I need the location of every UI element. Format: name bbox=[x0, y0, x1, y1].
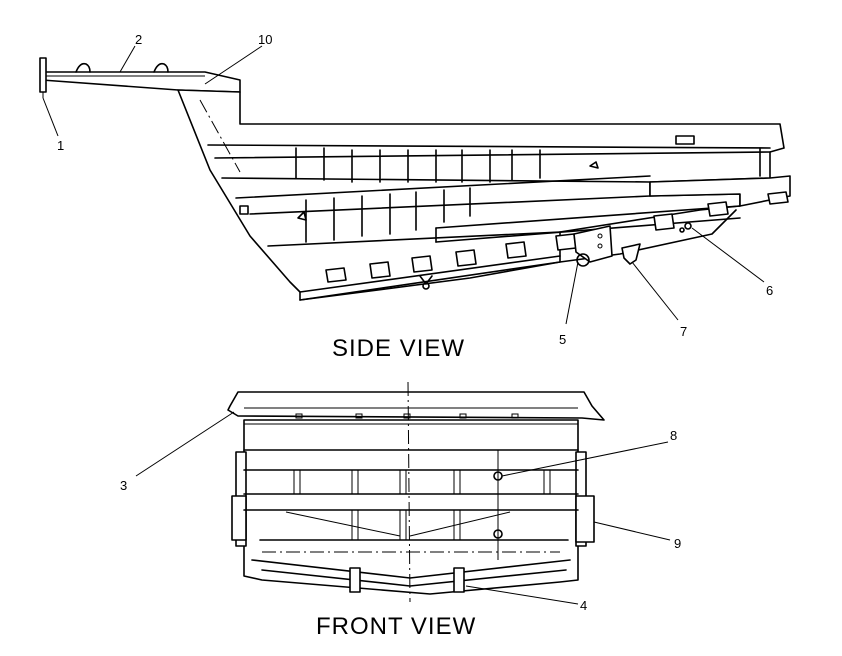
callout-10: 10 bbox=[258, 32, 272, 47]
side-view-title: SIDE VIEW bbox=[332, 335, 465, 362]
callout-2: 2 bbox=[135, 32, 142, 47]
callout-labels: 1 2 3 4 5 6 7 8 9 10 bbox=[57, 32, 773, 613]
callout-3: 3 bbox=[120, 478, 127, 493]
callout-7: 7 bbox=[680, 324, 687, 339]
side-view-drawing bbox=[39, 57, 791, 301]
callout-5: 5 bbox=[559, 332, 566, 347]
leader-lines bbox=[42, 45, 765, 605]
callout-6: 6 bbox=[766, 283, 773, 298]
front-view-drawing bbox=[227, 381, 605, 603]
callout-4: 4 bbox=[580, 598, 587, 613]
front-view-title: FRONT VIEW bbox=[316, 613, 476, 640]
callout-8: 8 bbox=[670, 428, 677, 443]
callout-9: 9 bbox=[674, 536, 681, 551]
callout-1: 1 bbox=[57, 138, 64, 153]
